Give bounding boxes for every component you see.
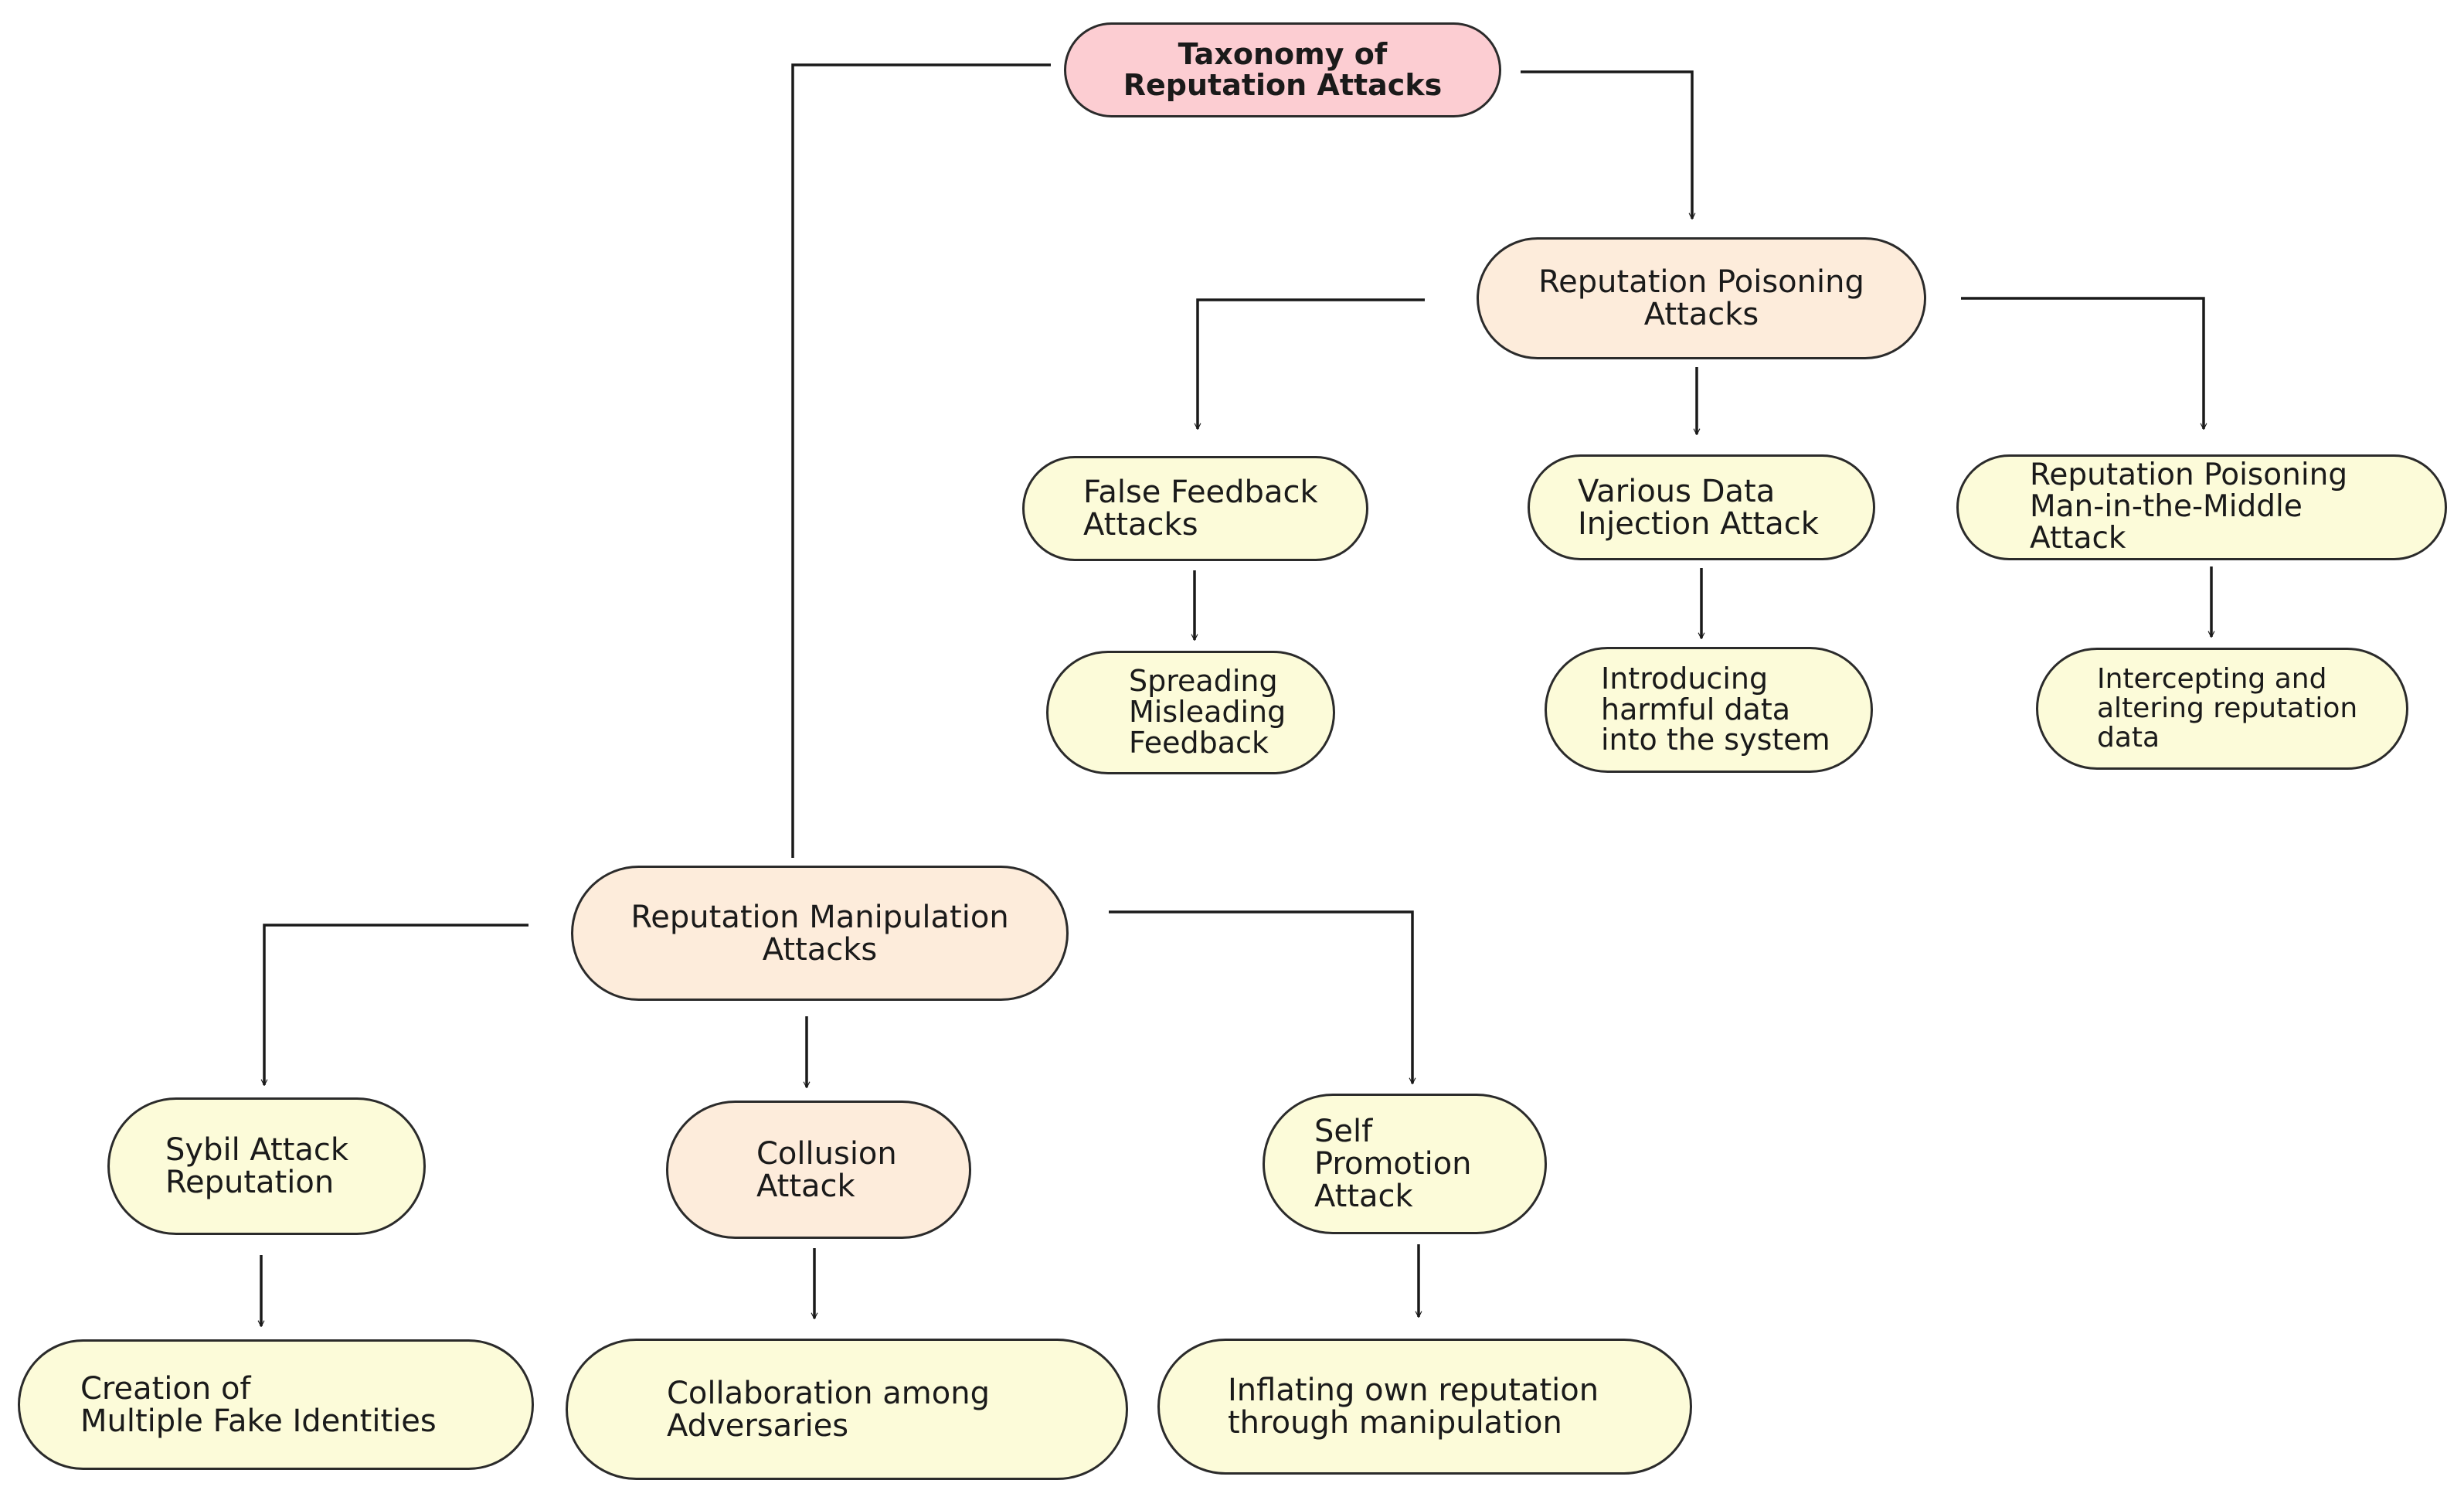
reputation-poisoning-attacks-node: Reputation Poisoning Attacks bbox=[1477, 237, 1926, 359]
mitm-line-2: Man-in-the-Middle bbox=[2030, 489, 2303, 525]
sybil-line-1: Sybil Attack bbox=[165, 1132, 349, 1168]
false-feedback-line-1: False Feedback bbox=[1083, 475, 1318, 510]
self-promotion-line-2: Promotion bbox=[1314, 1146, 1472, 1182]
collaboration-among-adversaries-node: Collaboration among Adversaries bbox=[566, 1339, 1128, 1480]
self-promotion-desc-line-1: Inflating own reputation bbox=[1228, 1373, 1599, 1408]
collusion-line-1: Collusion bbox=[756, 1135, 897, 1172]
root-label-line-2: Reputation Attacks bbox=[1123, 67, 1443, 102]
root-node: Taxonomy of Reputation Attacks bbox=[1064, 22, 1501, 117]
creation-of-fake-identities-node: Creation of Multiple Fake Identities bbox=[18, 1339, 534, 1470]
sybil-desc-line-2: Multiple Fake Identities bbox=[80, 1403, 437, 1439]
mitm-desc-line-2: altering reputation bbox=[2097, 692, 2358, 725]
root-label-line-1: Taxonomy of bbox=[1178, 36, 1388, 71]
introducing-harmful-data-node: Introducing harmful data into the system bbox=[1545, 647, 1873, 773]
mitm-desc-line-3: data bbox=[2097, 721, 2160, 754]
self-promotion-line-1: Self bbox=[1314, 1114, 1373, 1149]
mitm-line-1: Reputation Poisoning bbox=[2030, 458, 2348, 493]
collusion-desc-line-1: Collaboration among bbox=[667, 1375, 990, 1411]
mitm-desc-line-1: Intercepting and bbox=[2097, 663, 2327, 696]
data-injection-line-2: Injection Attack bbox=[1578, 505, 1819, 542]
self-promotion-attack-node: Self Promotion Attack bbox=[1263, 1094, 1547, 1234]
edge-poisoning-to-false-feedback bbox=[1198, 298, 1425, 429]
reputation-poisoning-mitm-attack-node: Reputation Poisoning Man-in-the-Middle A… bbox=[1956, 454, 2447, 560]
various-data-injection-attack-node: Various Data Injection Attack bbox=[1528, 454, 1875, 560]
data-injection-line-1: Various Data bbox=[1578, 473, 1776, 509]
self-promotion-desc-line-2: through manipulation bbox=[1228, 1405, 1562, 1441]
collusion-line-2: Attack bbox=[756, 1168, 855, 1204]
intercepting-altering-data-node: Intercepting and altering reputation dat… bbox=[2036, 648, 2408, 770]
false-feedback-desc-line-2: Misleading bbox=[1129, 695, 1286, 730]
false-feedback-desc-line-3: Feedback bbox=[1129, 725, 1269, 760]
data-injection-desc-line-1: Introducing bbox=[1601, 661, 1769, 696]
self-promotion-line-3: Attack bbox=[1314, 1179, 1413, 1214]
edge-root-to-manipulation bbox=[791, 63, 1051, 858]
reputation-manipulation-attacks-node: Reputation Manipulation Attacks bbox=[571, 866, 1069, 1001]
edge-manipulation-to-self-promotion bbox=[1109, 910, 1412, 1084]
manipulation-label-line-1: Reputation Manipulation bbox=[630, 899, 1009, 935]
edge-root-to-poisoning bbox=[1521, 70, 1692, 219]
edge-manipulation-to-sybil bbox=[264, 924, 528, 1085]
sybil-attack-reputation-node: Sybil Attack Reputation bbox=[107, 1097, 426, 1235]
data-injection-desc-line-2: harmful data bbox=[1601, 692, 1791, 726]
false-feedback-line-2: Attacks bbox=[1083, 507, 1198, 543]
poisoning-label-line-1: Reputation Poisoning bbox=[1538, 264, 1864, 300]
data-injection-desc-line-3: into the system bbox=[1601, 723, 1830, 757]
collusion-attack-node: Collusion Attack bbox=[666, 1101, 971, 1239]
mitm-line-3: Attack bbox=[2030, 520, 2126, 556]
inflating-own-reputation-node: Inflating own reputation through manipul… bbox=[1157, 1339, 1692, 1475]
edge-poisoning-to-mitm bbox=[1961, 297, 2204, 429]
sybil-line-2: Reputation bbox=[165, 1165, 335, 1200]
collusion-desc-line-2: Adversaries bbox=[667, 1407, 849, 1444]
poisoning-label-line-2: Attacks bbox=[1643, 297, 1759, 332]
false-feedback-attacks-node: False Feedback Attacks bbox=[1022, 456, 1368, 561]
manipulation-label-line-2: Attacks bbox=[762, 931, 878, 968]
false-feedback-desc-line-1: Spreading bbox=[1129, 664, 1278, 699]
sybil-desc-line-1: Creation of bbox=[80, 1370, 251, 1407]
spreading-misleading-feedback-node: Spreading Misleading Feedback bbox=[1046, 651, 1335, 774]
